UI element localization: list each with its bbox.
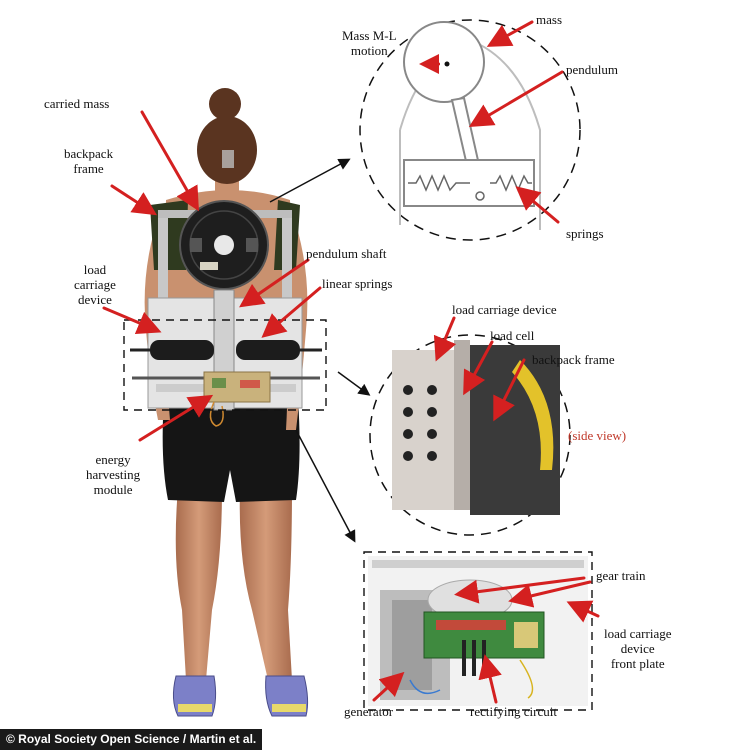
inset-gear-train [363,551,593,711]
dashed-box-gear [363,551,593,711]
callout-arrows [102,20,600,704]
right-leg [239,488,292,680]
label-rectifying-circuit: rectifying circuit [470,704,557,719]
label-springs: springs [566,226,604,241]
label-mass-motion: Mass M-L motion [342,28,397,58]
inset-side-view [369,334,571,536]
label-energy-harvesting-module: energy harvesting module [86,452,141,497]
hair-bun [209,88,241,120]
label-gear-train: gear train [596,568,646,583]
inset-pendulum [359,19,581,241]
label-mass: mass [536,12,562,27]
leader-arrows [269,158,371,543]
image-credit: © Royal Society Open Science / Martin et… [0,729,263,750]
label-pendulum: pendulum [566,62,618,77]
spring-cylinder-left [150,340,214,360]
label-load-carriage-device-side: load carriage device [452,302,557,317]
pendulum-mass [403,21,485,103]
label-front-plate: load carriage device front plate [604,626,672,671]
shorts [162,398,300,502]
label-load-cell: load cell [490,328,535,343]
spring-right [490,174,532,192]
spring-left [408,174,470,192]
label-linear-springs: linear springs [322,276,393,291]
label-pendulum-shaft: pendulum shaft [306,246,387,261]
label-side-view: (side view) [568,428,627,443]
backpack-frame-bars [158,210,168,330]
dashed-box-spring [123,319,327,411]
label-carried-mass: carried mass [44,96,110,111]
label-load-carriage-device: load carriage device [74,262,116,307]
spring-cylinder-right [236,340,300,360]
left-leg [175,488,222,680]
label-generator: generator [344,704,394,719]
label-backpack-frame-side: backpack frame [532,352,615,367]
label-backpack-frame: backpack frame [64,146,114,176]
